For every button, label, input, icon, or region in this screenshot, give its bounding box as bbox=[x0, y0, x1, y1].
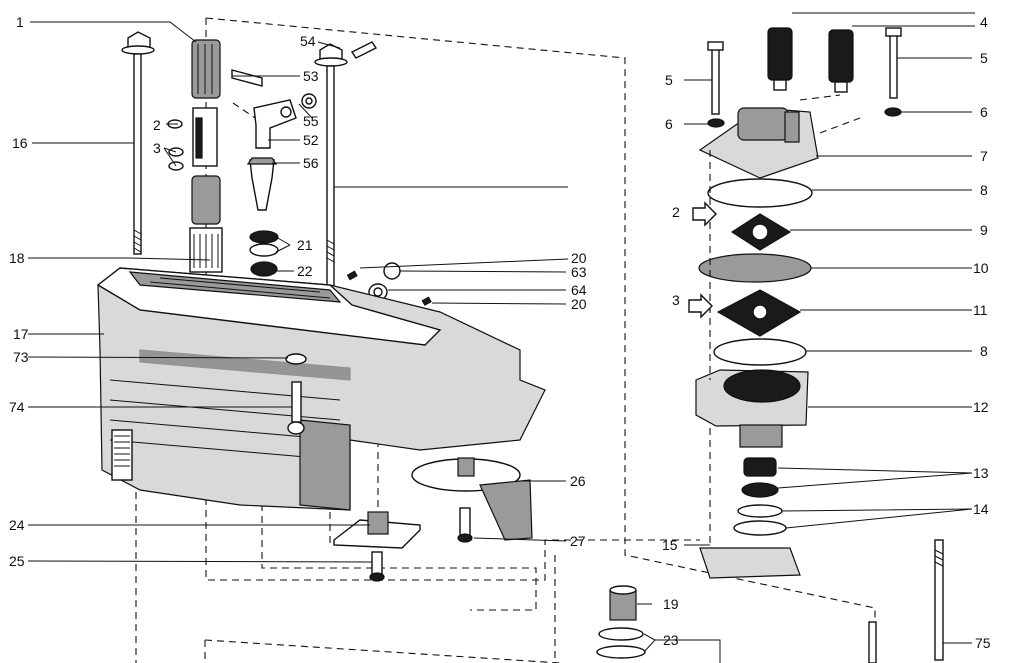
callout-5b: 5 bbox=[980, 50, 988, 66]
callout-16: 16 bbox=[12, 135, 28, 151]
callout-3-pump: 3 bbox=[672, 292, 680, 308]
callout-54: 54 bbox=[300, 33, 316, 49]
bracket-24-25 bbox=[333, 511, 421, 582]
callout-11: 11 bbox=[973, 302, 988, 318]
shaft-coupler-parts bbox=[167, 39, 223, 273]
callout-20b: 20 bbox=[571, 296, 587, 312]
callout-74: 74 bbox=[9, 399, 25, 415]
callout-75: 75 bbox=[975, 635, 991, 651]
callout-13: 13 bbox=[973, 465, 989, 481]
right-stud-16 bbox=[314, 41, 378, 307]
callout-3: 3 bbox=[153, 140, 161, 156]
callout-19: 19 bbox=[663, 596, 679, 612]
callout-55: 55 bbox=[303, 113, 319, 129]
callout-73: 73 bbox=[13, 349, 29, 365]
callout-18: 18 bbox=[9, 250, 25, 266]
left-stud-16 bbox=[121, 31, 155, 255]
callout-52: 52 bbox=[303, 132, 319, 148]
callout-12: 12 bbox=[973, 399, 989, 415]
bearing-19-seals-23 bbox=[596, 585, 646, 659]
callout-56: 56 bbox=[303, 155, 319, 171]
callout-labels: 1 2 3 16 53 54 55 52 56 21 22 18 17 73 7… bbox=[9, 14, 991, 651]
callout-26: 26 bbox=[570, 473, 586, 489]
flow-arrows bbox=[688, 201, 717, 319]
callout-17: 17 bbox=[13, 326, 29, 342]
callout-8b: 8 bbox=[980, 343, 988, 359]
leader-lines bbox=[27, 12, 975, 663]
trim-tab-26 bbox=[411, 457, 533, 543]
callout-7: 7 bbox=[980, 148, 988, 164]
callout-63: 63 bbox=[571, 264, 587, 280]
callout-6a: 6 bbox=[665, 116, 673, 132]
callout-9: 9 bbox=[980, 222, 988, 238]
callout-25: 25 bbox=[9, 553, 25, 569]
callout-2: 2 bbox=[153, 117, 161, 133]
callout-23: 23 bbox=[663, 632, 679, 648]
callout-2-pump: 2 bbox=[672, 204, 680, 220]
callout-21: 21 bbox=[297, 237, 313, 253]
callout-14: 14 bbox=[973, 501, 989, 517]
water-pump-assembly bbox=[695, 27, 944, 663]
callout-5a: 5 bbox=[665, 72, 673, 88]
callout-27: 27 bbox=[570, 533, 586, 549]
callout-53: 53 bbox=[303, 68, 319, 84]
callout-8a: 8 bbox=[980, 182, 988, 198]
gearcase-housing bbox=[96, 267, 546, 511]
callout-4: 4 bbox=[980, 14, 988, 30]
callout-6b: 6 bbox=[980, 104, 988, 120]
linkage-parts bbox=[231, 69, 317, 277]
callout-1: 1 bbox=[16, 14, 24, 30]
callout-10: 10 bbox=[973, 260, 989, 276]
callout-15: 15 bbox=[662, 537, 678, 553]
callout-24: 24 bbox=[9, 517, 25, 533]
callout-22: 22 bbox=[297, 263, 313, 279]
callout-20a: 20 bbox=[571, 250, 587, 266]
callout-64: 64 bbox=[571, 282, 587, 298]
